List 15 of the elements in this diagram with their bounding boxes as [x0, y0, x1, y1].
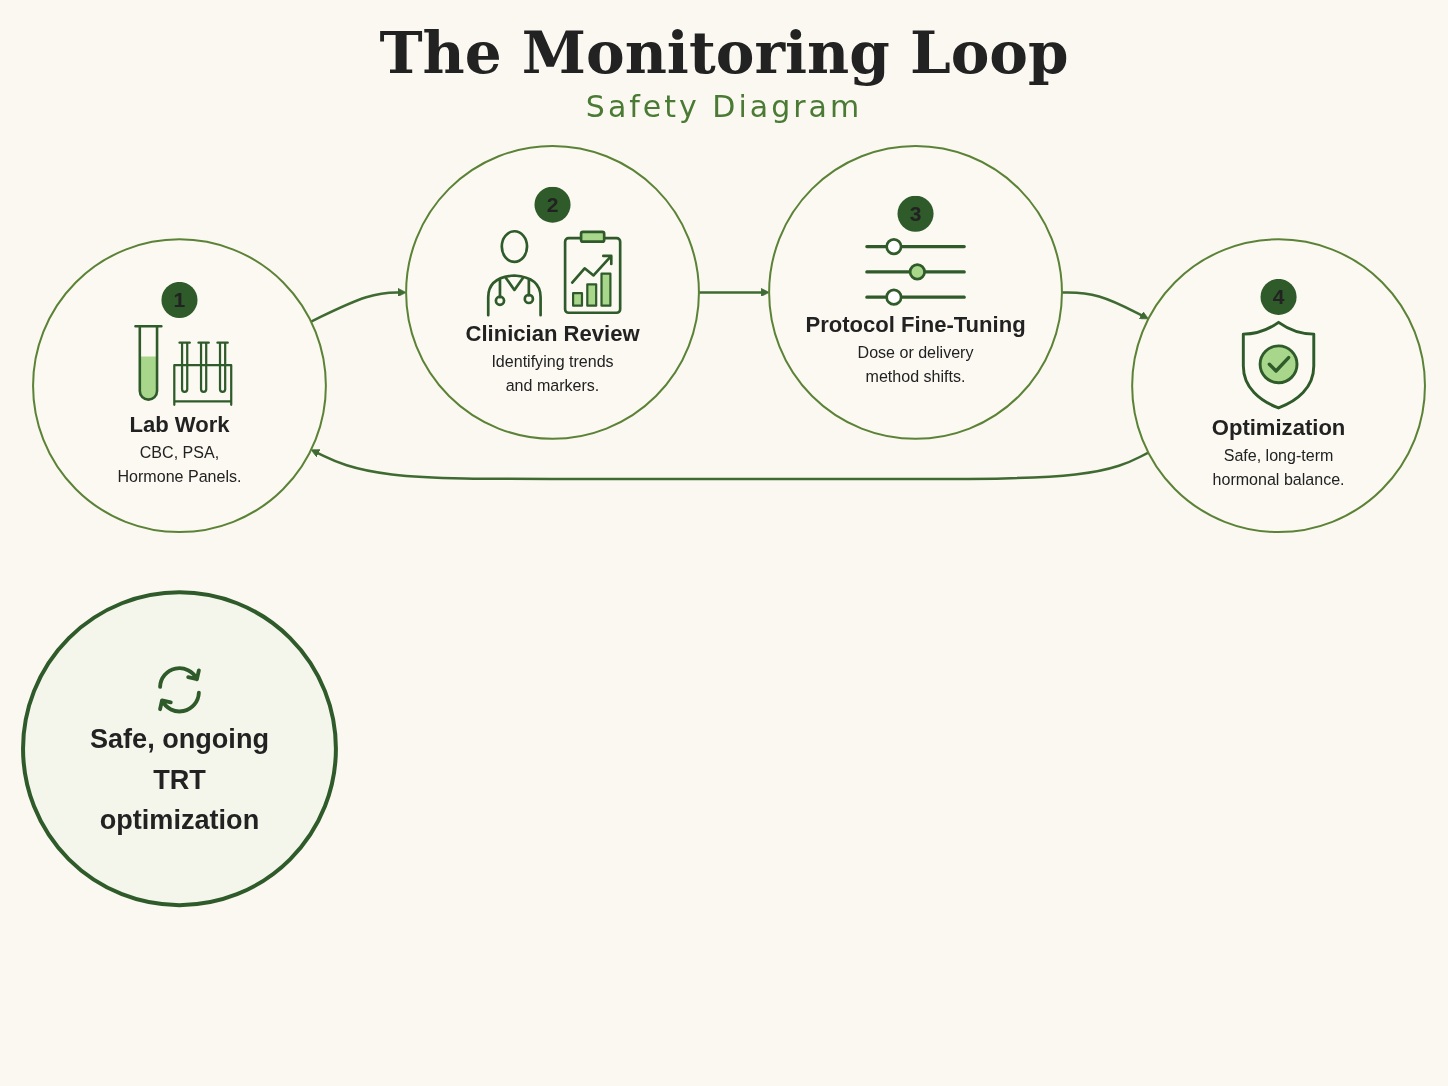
title: The Monitoring Loop	[379, 20, 1069, 87]
step-title: Lab Work	[129, 411, 230, 438]
center-text: Safe, ongoing TRT optimization	[88, 722, 270, 837]
step-title: Protocol Fine-Tuning	[805, 311, 1026, 337]
step-description: CBC, PSA, Hormone Panels.	[116, 443, 243, 488]
step-title: Clinician Review	[465, 320, 640, 346]
arrow	[698, 287, 770, 297]
step-description: Dose or delivery method shifts.	[856, 342, 975, 387]
subtitle: Safety Diagram	[585, 88, 863, 124]
step-description: Safe, long-term hormonal balance.	[1211, 446, 1346, 491]
step-title: Optimization	[1211, 414, 1346, 441]
arrow	[310, 287, 407, 323]
arrow	[310, 449, 1149, 480]
arrow	[1061, 290, 1149, 319]
step-description: Identifying trends and markers.	[490, 351, 615, 396]
